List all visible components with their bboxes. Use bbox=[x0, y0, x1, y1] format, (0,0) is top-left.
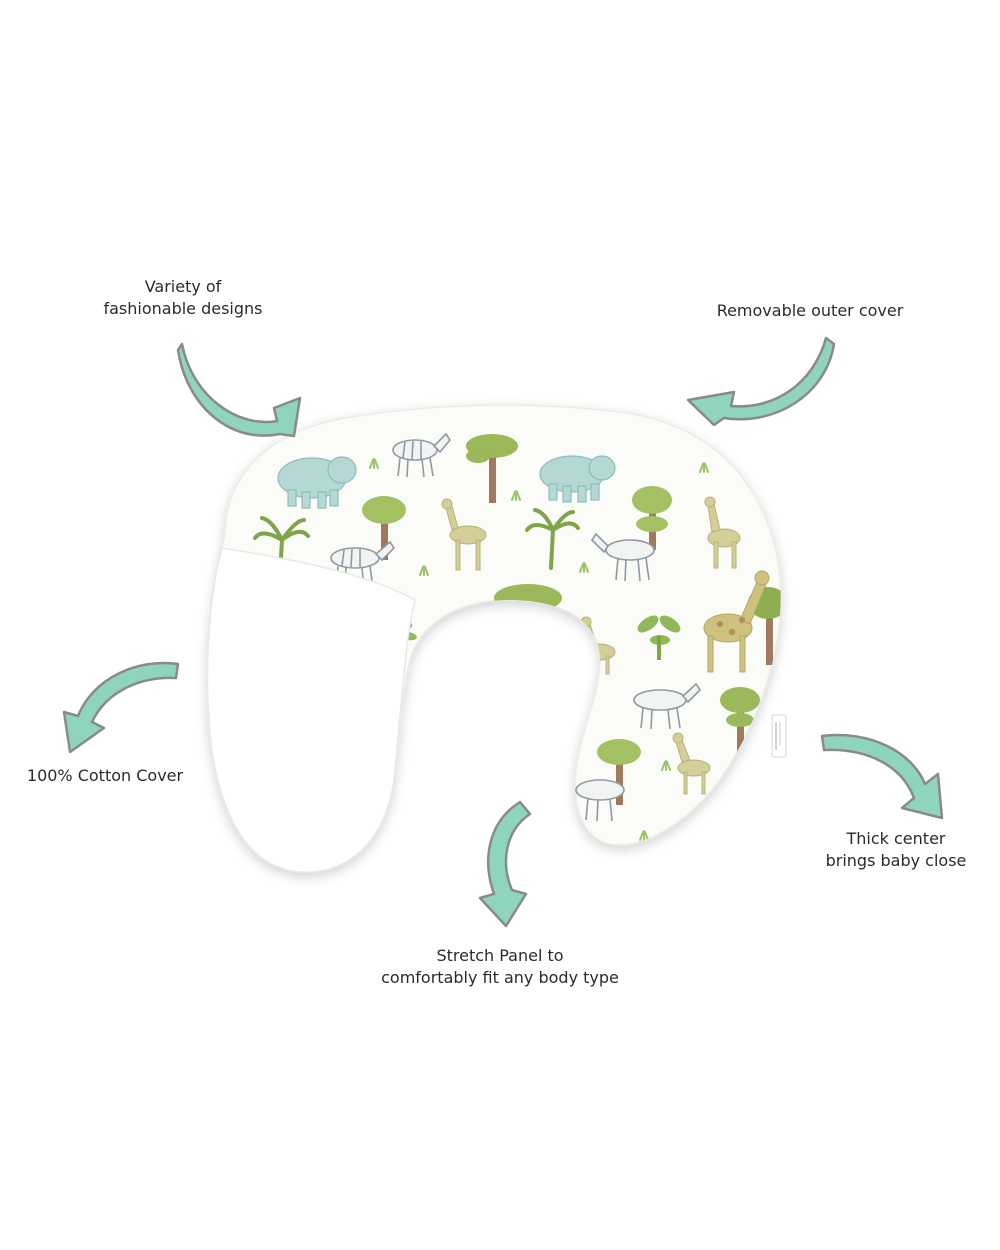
callout-line: Removable outer cover bbox=[716, 301, 904, 320]
callout-line: Stretch Panel to bbox=[436, 946, 564, 965]
grass-icon bbox=[304, 458, 709, 841]
zebra-icon bbox=[575, 779, 625, 822]
callout-cotton-cover: 100% Cotton Cover bbox=[10, 765, 200, 787]
tree-icon bbox=[720, 687, 760, 756]
curved-arrow-icon bbox=[176, 342, 302, 438]
elephant-icon bbox=[539, 455, 616, 503]
tree-icon bbox=[494, 584, 562, 612]
callout-line: 100% Cotton Cover bbox=[26, 766, 184, 785]
tree-icon bbox=[466, 434, 518, 503]
zebra-icon bbox=[590, 532, 655, 582]
deer-icon bbox=[441, 498, 487, 571]
callout-stretch-panel: Stretch Panel to comfortably fit any bod… bbox=[355, 945, 645, 989]
zebra-icon bbox=[392, 432, 451, 478]
curved-arrow-icon bbox=[62, 661, 180, 754]
care-label-tag bbox=[771, 714, 787, 758]
curved-arrow-icon bbox=[686, 336, 836, 427]
elephant-icon bbox=[277, 456, 357, 509]
callout-line: Variety of bbox=[144, 277, 222, 296]
tree-icon bbox=[632, 486, 672, 550]
tree-icon bbox=[597, 739, 641, 805]
callout-line: brings baby close bbox=[825, 851, 967, 870]
stretch-panel bbox=[206, 547, 416, 873]
callout-line: comfortably fit any body type bbox=[381, 968, 619, 987]
callout-line: Thick center bbox=[846, 829, 946, 848]
giraffe-icon bbox=[703, 570, 770, 673]
zebra-icon bbox=[633, 682, 702, 730]
deer-icon bbox=[672, 732, 711, 795]
banana-plant-icon bbox=[637, 615, 681, 660]
deer-icon bbox=[704, 496, 741, 569]
callout-removable-cover: Removable outer cover bbox=[700, 300, 920, 322]
palm-icon bbox=[525, 508, 580, 570]
callout-thick-center: Thick center brings baby close bbox=[806, 828, 986, 872]
safari-print-pattern bbox=[253, 432, 781, 841]
callout-line: fashionable designs bbox=[103, 299, 263, 318]
callout-variety-of-designs: Variety of fashionable designs bbox=[88, 276, 278, 320]
curved-arrow-icon bbox=[820, 733, 944, 820]
tree-icon bbox=[362, 496, 406, 560]
curved-arrow-icon bbox=[478, 800, 532, 928]
